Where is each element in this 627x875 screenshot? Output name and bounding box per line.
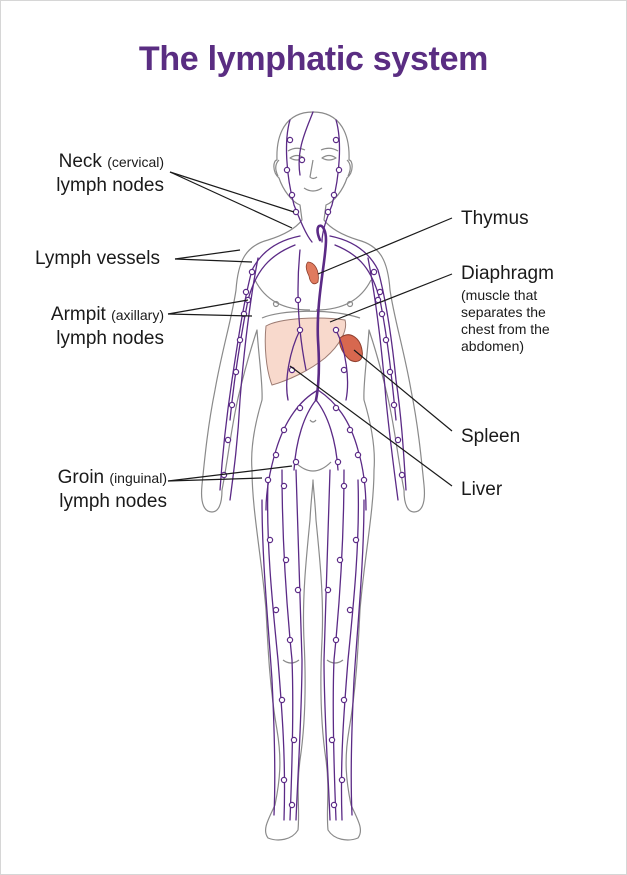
neck-label-main: Neck: [58, 151, 102, 172]
diaphragm-note-3: chest from the: [461, 321, 550, 337]
diagram-title: The lymphatic system: [138, 40, 489, 78]
thymus-label: Thymus: [461, 208, 529, 229]
diaphragm-label: Diaphragm (muscle that separates the che…: [461, 262, 554, 355]
diaphragm-line: [261, 310, 361, 319]
neck-label-qualifier: (cervical): [107, 154, 164, 170]
armpit-label-line2: lymph nodes: [56, 328, 164, 349]
groin-label-qualifier: (inguinal): [109, 470, 167, 486]
chest-line-right: [315, 279, 372, 311]
armpit-label-main: Armpit: [50, 304, 106, 325]
diaphragm-note-2: separates the: [461, 304, 546, 320]
knee-right: [326, 659, 344, 664]
armpit-label: Armpit (axillary) lymph nodes: [51, 303, 164, 351]
brow-right: [320, 147, 339, 152]
body-outline: [200, 111, 426, 841]
lymph-vessels-label: Lymph vessels: [35, 248, 160, 269]
thymus-organ: [305, 261, 319, 285]
liver-label: Liver: [461, 479, 503, 500]
leader-lines: [167, 171, 453, 487]
diaphragm-note-1: (muscle that: [461, 287, 538, 303]
nose: [309, 159, 318, 180]
groin-label-line2: lymph nodes: [59, 491, 167, 512]
chest-line-left: [254, 279, 311, 311]
knee-left: [282, 659, 300, 664]
navel: [309, 419, 317, 423]
neck-label: Neck (cervical) lymph nodes: [56, 150, 164, 198]
lymph-vessels: [219, 111, 407, 821]
armpit-label-qualifier: (axillary): [111, 307, 164, 323]
spleen-organ: [339, 334, 363, 363]
head-outline: [200, 111, 426, 841]
neck-label-line2: lymph nodes: [56, 175, 164, 196]
thoracic-duct: [314, 224, 328, 402]
lymph-nodes: [220, 136, 406, 809]
groin-line: [294, 461, 332, 472]
ear-right: [346, 159, 351, 177]
brow-left: [287, 147, 306, 152]
spleen-label: Spleen: [461, 426, 521, 447]
mouth: [303, 187, 323, 192]
diaphragm-note-4: abdomen): [461, 338, 525, 354]
ear-left: [275, 159, 280, 177]
diaphragm-label-main: Diaphragm: [461, 263, 554, 284]
eye-right: [321, 154, 337, 161]
groin-label: Groin (inguinal) lymph nodes: [58, 466, 167, 514]
groin-label-main: Groin: [57, 467, 105, 488]
liver-organ: [264, 317, 347, 386]
